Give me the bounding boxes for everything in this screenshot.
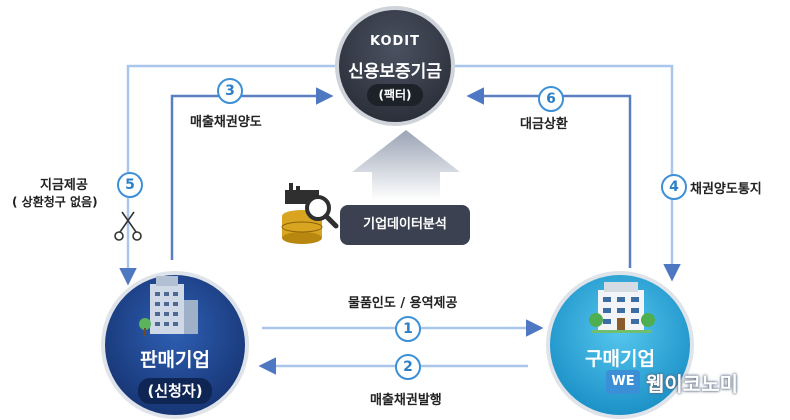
watermark-badge: WE <box>606 370 640 394</box>
database-search-icon <box>281 183 339 244</box>
flow-1-number: 1 <box>395 316 421 342</box>
buyer-building-icon <box>589 282 655 333</box>
flow-3-line <box>170 87 334 260</box>
seller-building-icon <box>139 276 198 336</box>
center-node-circle <box>335 6 455 126</box>
flow-2-number: 2 <box>395 354 421 380</box>
kodit-logo: KODIT <box>369 34 421 49</box>
seller-node-circle <box>101 271 249 419</box>
flow-2-label: 매출채권발행 <box>370 393 442 408</box>
up-arrow-icon <box>352 130 460 200</box>
scissors-icon <box>114 211 142 241</box>
buyer-node-title: 구매기업 <box>585 348 655 370</box>
center-node-title: 신용보증기금 <box>348 62 442 82</box>
flow-5-label-line2: ( 상환청구 없음) <box>12 195 98 209</box>
flow-6-label: 대금상환 <box>520 117 568 132</box>
analysis-box: 기업데이터분석 <box>340 205 470 245</box>
flow-4-number: 4 <box>661 174 687 200</box>
flow-5-label-line1: 지금제공 <box>40 178 88 193</box>
buyer-node-circle <box>546 271 694 419</box>
center-node-subtitle: (팩터) <box>367 84 423 106</box>
seller-node-title: 판매기업 <box>140 349 210 371</box>
flow-5-line <box>119 64 340 286</box>
flow-6-number: 6 <box>538 86 564 112</box>
flow-3-number: 3 <box>217 78 243 104</box>
watermark-text: 웹이코노미 <box>646 372 738 396</box>
seller-node-subtitle: (신청자) <box>138 378 212 404</box>
flow-5-number: 5 <box>117 172 143 198</box>
flow-6-line <box>466 87 632 268</box>
flow-4-label: 채권양도통지 <box>690 182 762 197</box>
flow-3-label: 매출채권양도 <box>190 115 262 130</box>
flow-1-label: 물품인도 / 용역제공 <box>348 296 458 311</box>
flow-4-line <box>455 64 681 282</box>
